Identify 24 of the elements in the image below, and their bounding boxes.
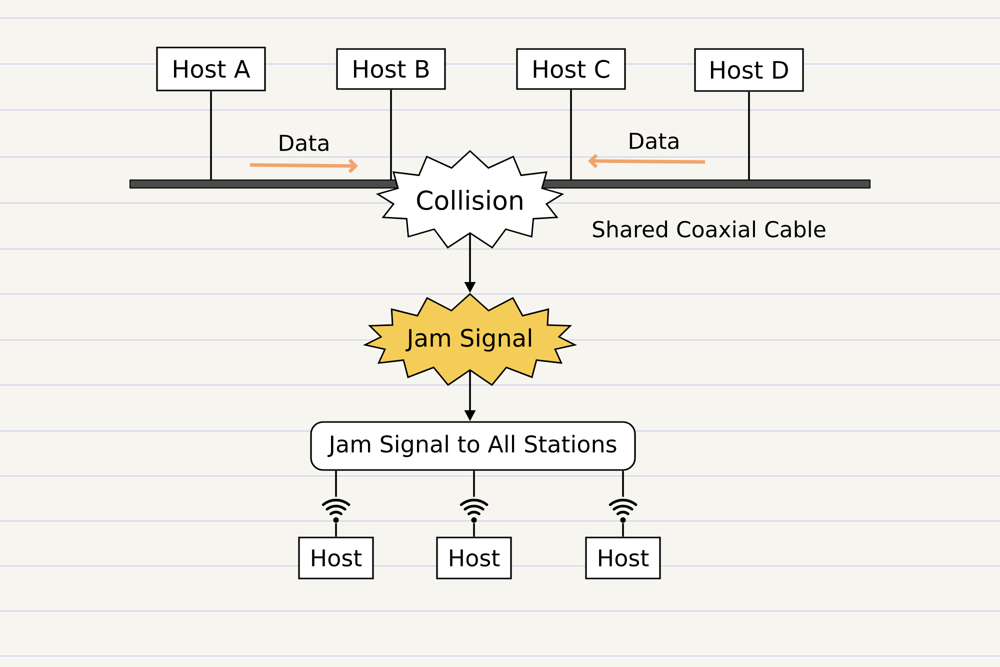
connector-line	[390, 90, 392, 180]
connector-line	[473, 523, 475, 537]
connector-line	[748, 92, 750, 180]
connector-line	[335, 470, 337, 497]
connector-line	[210, 91, 212, 180]
connector-line	[335, 523, 337, 537]
cable-label: Shared Coaxial Cable	[590, 219, 828, 238]
host-box: Host	[585, 536, 661, 580]
connector-line	[622, 470, 624, 497]
host-box: Host C	[516, 48, 626, 90]
connector-line	[622, 523, 624, 537]
wifi-icon	[322, 498, 350, 523]
host-box: Host	[298, 536, 374, 580]
data-label: Data	[626, 132, 682, 150]
host-box: Host D	[694, 48, 804, 92]
connector-line	[473, 470, 475, 497]
wifi-icon	[460, 498, 488, 523]
host-box: Host B	[336, 48, 446, 90]
host-box: Host	[436, 536, 512, 580]
rounded-box: Jam Signal to All Stations	[310, 421, 636, 471]
data-label: Data	[276, 134, 332, 152]
host-box: Host A	[156, 46, 266, 92]
connector-line	[570, 90, 572, 180]
wifi-icon	[608, 498, 638, 523]
